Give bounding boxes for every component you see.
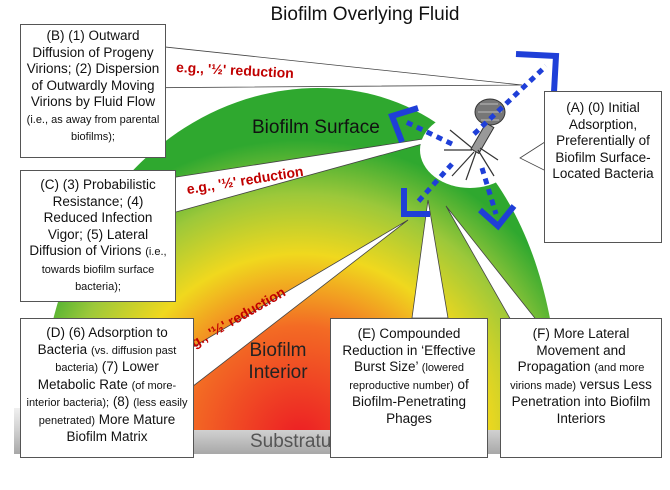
arrow-inward xyxy=(414,162,454,206)
label-biofilm-surface: Biofilm Surface xyxy=(252,117,380,138)
arrow-outward xyxy=(472,64,548,136)
box-d-note3: (less easily penetrated) xyxy=(38,397,188,427)
arrow-down-right-head xyxy=(478,204,517,231)
label-substratum: Substratum xyxy=(250,431,348,452)
box-d-part3: (8) xyxy=(112,394,130,409)
callout-box-a: (A) (0) Initial Adsorption, Preferential… xyxy=(544,91,662,243)
diagram-title: Biofilm Overlying Fluid xyxy=(270,4,460,25)
callout-box-e: (E) Compounded Reduction in ‘Effective B… xyxy=(330,318,488,458)
label-biofilm-interior-line2: Interior xyxy=(248,362,308,383)
callout-box-d: (D) (6) Adsorption to Bacteria (vs. diff… xyxy=(20,318,194,458)
box-d-part2: (7) Lower Metabolic Rate xyxy=(37,359,159,392)
box-b-note: (i.e., as away from parental biofilms); xyxy=(26,113,160,144)
box-d-part1: (D) (6) Adsorption to Bacteria xyxy=(37,325,168,357)
box-d-note2: (of more-interior bacteria); xyxy=(26,379,177,410)
arrow-outward-head xyxy=(515,51,560,93)
diffusion-arrows xyxy=(388,51,560,231)
box-c-text: (C) (3) Probabilistic Resistance; (4) Re… xyxy=(29,177,156,258)
box-c-note: (i.e., towards biofilm surface bacteria)… xyxy=(41,246,167,293)
box-e-note1: (lowered reproductive number) xyxy=(349,362,464,392)
arrow-down-right xyxy=(479,167,499,215)
box-d-note1: (vs. diffusion past bacteria) xyxy=(55,344,177,375)
callout-box-f: (F) More Lateral Movement and Propagatio… xyxy=(500,318,662,458)
arrow-lateral-left-head xyxy=(388,105,419,144)
arrow-inward-head xyxy=(401,188,430,217)
box-f-part2: versus Less Penetration into Biofilm Int… xyxy=(511,376,652,426)
label-biofilm-interior: Biofilm Interior xyxy=(238,340,318,384)
bacteriophage-icon xyxy=(444,98,506,181)
callout-box-c: (C) (3) Probabilistic Resistance; (4) Re… xyxy=(20,170,176,302)
box-f-part1: (F) More Lateral Movement and Propagatio… xyxy=(517,326,630,374)
box-a-text: (A) (0) Initial Adsorption, Preferential… xyxy=(552,100,654,181)
arrow-lateral-left xyxy=(404,119,454,147)
box-e-part2: of Biofilm-Penetrating Phages xyxy=(351,376,469,426)
callout-box-b: (B) (1) Outward Diffusion of Progeny Vir… xyxy=(20,24,166,158)
label-biofilm-interior-line1: Biofilm xyxy=(249,340,307,361)
box-b-text: (B) (1) Outward Diffusion of Progeny Vir… xyxy=(26,28,160,109)
box-f-note1: (and more virions made) xyxy=(510,362,645,392)
box-d-part4: More Mature Biofilm Matrix xyxy=(66,411,176,445)
box-e-part1: (E) Compounded Reduction in ‘Effective B… xyxy=(342,326,476,374)
